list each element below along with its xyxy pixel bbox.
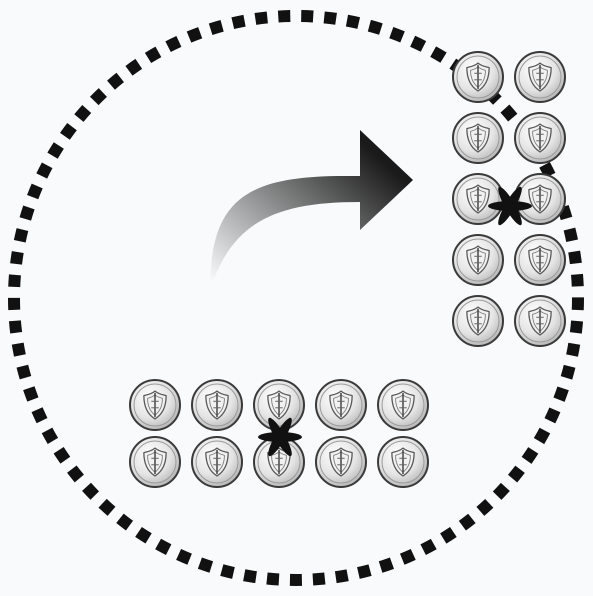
shield-token: [515, 174, 565, 224]
shield-token: [453, 235, 503, 285]
shield-token: [130, 380, 180, 430]
shield-token: [515, 296, 565, 346]
shield-token: [453, 296, 503, 346]
shield-token: [316, 437, 366, 487]
dashed-circle: [14, 16, 578, 580]
shield-token: [453, 113, 503, 163]
shield-token: [378, 437, 428, 487]
shield-token: [192, 380, 242, 430]
shield-token: [378, 380, 428, 430]
shield-token: [192, 437, 242, 487]
shield-token: [453, 52, 503, 102]
shield-token: [130, 437, 180, 487]
shield-token: [515, 113, 565, 163]
shield-token: [316, 380, 366, 430]
shield-token: [515, 235, 565, 285]
shield-token: [453, 174, 503, 224]
curved-arrow: [210, 130, 413, 290]
shield-token: [254, 380, 304, 430]
shield-token: [515, 52, 565, 102]
